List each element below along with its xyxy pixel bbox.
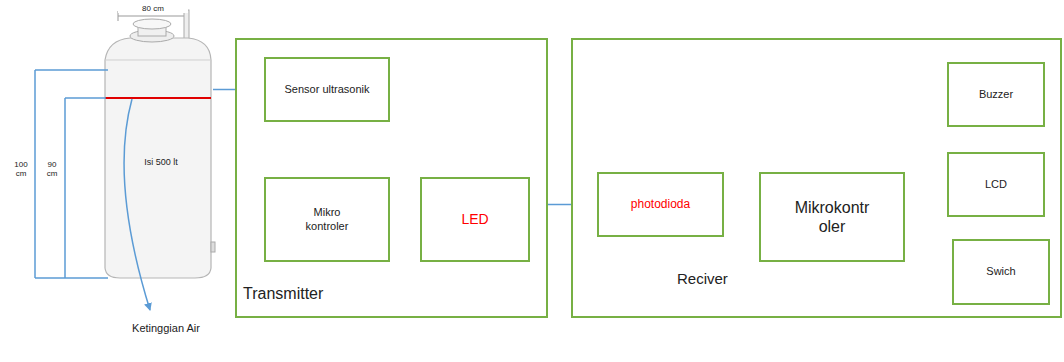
box-text: LED [461, 211, 488, 228]
group-heading: Transmitter [243, 284, 323, 303]
group-heading: Isi 500 lt [143, 157, 179, 168]
switch-box: Swich [952, 239, 1050, 305]
lcd-box: LCD [947, 152, 1045, 217]
dimension-label: 100 cm [10, 160, 32, 178]
led-box: LED [420, 177, 530, 262]
receiver-group: Reciver photodioda Mikrokontr oler BuzzerLC… [571, 38, 1062, 318]
water-tank: Isi 500 lt [105, 12, 213, 278]
box-text: Swich [986, 265, 1015, 278]
microcontroller-box: Mikro kontroler [264, 177, 390, 262]
microcontroller-box: Mikrokontr oler [759, 172, 905, 262]
photodiode-box: photodioda [597, 172, 724, 237]
box-text: LCD [985, 178, 1007, 191]
box-text: photodioda [631, 197, 690, 211]
box-text: Sensor ultrasonik [285, 83, 370, 96]
dimension-label: 80 cm [118, 4, 188, 13]
dimension-label: 90 cm [42, 160, 62, 178]
buzzer-box: Buzzer [947, 62, 1045, 127]
box-text: Mikro kontroler [291, 206, 363, 232]
callout-label: Ketinggian Air [128, 322, 204, 335]
group-heading: Reciver [677, 270, 728, 288]
box-text: Mikrokontr oler [784, 198, 880, 236]
sensor-box: Sensor ultrasonik [264, 57, 390, 122]
transmitter-group: Transmitter Sensor ultrasonikMikro kontro… [235, 38, 548, 318]
box-text: Buzzer [979, 88, 1013, 101]
